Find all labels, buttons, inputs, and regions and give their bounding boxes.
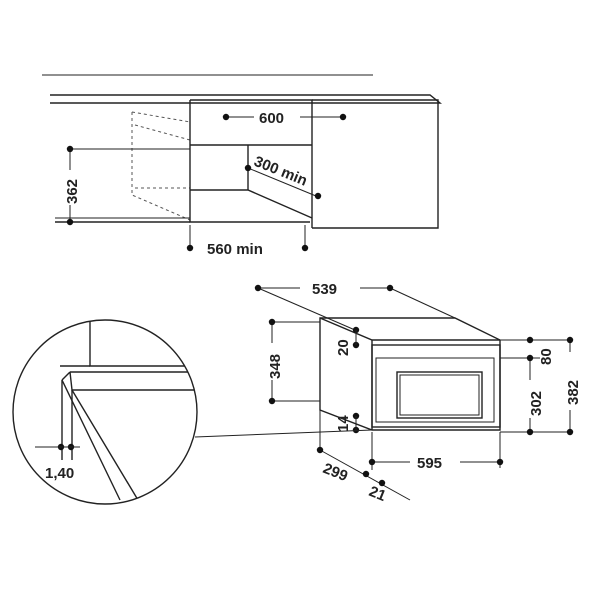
dim-300-min-label: 300 min (252, 153, 310, 190)
dim-600: 600 (222, 110, 347, 127)
dim-595-label: 595 (417, 455, 442, 472)
oven-drawing (319, 317, 501, 431)
dim-539-label: 539 (312, 281, 337, 298)
dim-560-min: 560 min (186, 225, 309, 258)
dim-539: 539 (254, 281, 456, 331)
dim-362: 362 (64, 145, 190, 226)
dim-560-min-label: 560 min (207, 241, 263, 258)
dim-299-21: 299 21 (316, 410, 411, 505)
dim-302-label: 302 (528, 391, 545, 416)
dim-21-label: 21 (367, 483, 389, 505)
dim-14: 14 (335, 412, 360, 434)
dim-20: 20 (335, 326, 360, 356)
dim-1-40-label: 1,40 (45, 465, 74, 482)
dim-348-label: 348 (267, 354, 284, 379)
dim-382-label: 382 (565, 380, 582, 405)
detail-connector (194, 429, 373, 438)
dim-14-label: 14 (335, 415, 352, 432)
dim-80-302: 80 302 (500, 336, 555, 436)
dim-382: 382 (540, 336, 582, 436)
dim-348: 348 (267, 318, 320, 405)
dim-300-min: 300 min (244, 153, 322, 200)
dim-20-label: 20 (335, 339, 352, 356)
cabinet-niche-drawing (42, 74, 442, 229)
dim-595: 595 (368, 432, 504, 472)
dim-362-label: 362 (64, 179, 81, 204)
dim-600-label: 600 (259, 110, 284, 127)
dim-80-label: 80 (538, 348, 555, 365)
detail-magnifier: 1,40 (12, 319, 198, 505)
